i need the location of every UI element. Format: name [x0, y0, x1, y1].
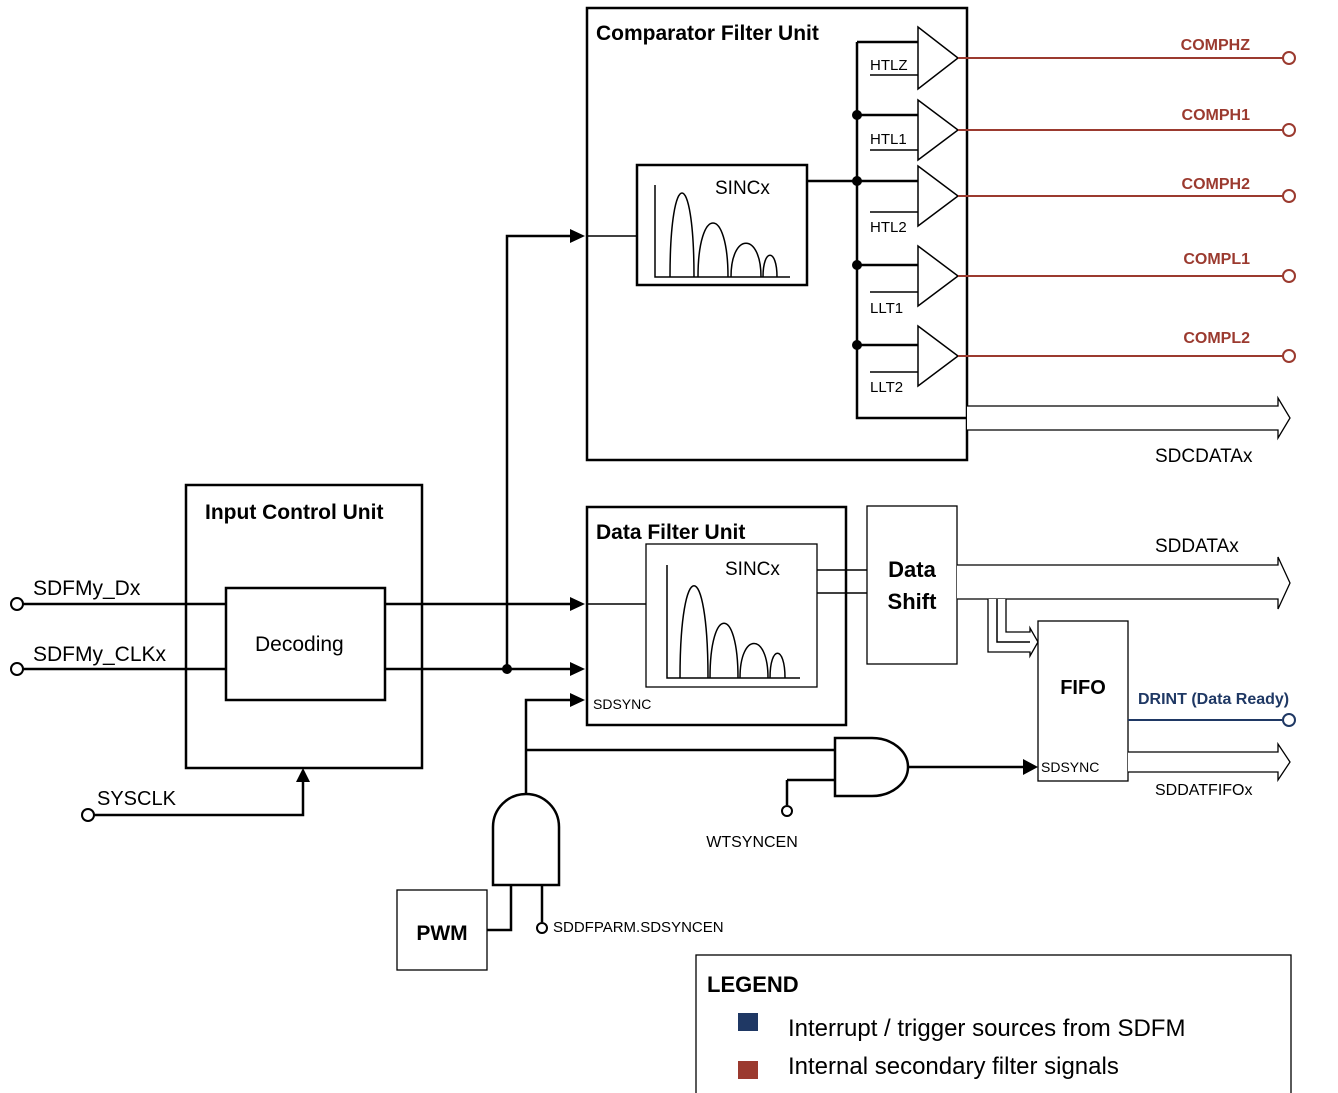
compl1-output: COMPL1 [958, 251, 1296, 283]
pwm-block [396, 889, 488, 971]
data-filter-sinc-label: SINCx [725, 559, 780, 580]
comparator-sinc-block [635, 163, 809, 287]
decoding-block [224, 586, 387, 702]
comparator-sinc-label: SINCx [715, 178, 770, 199]
sddfparm-label: SDDFPARM.SDSYNCEN [553, 919, 724, 936]
legend-swatch-interrupt [738, 1013, 758, 1031]
sddatfifox-label: SDDATFIFOx [1155, 782, 1252, 799]
legend-swatch-internal [738, 1061, 758, 1079]
fifo-sdsync-label: SDSYNC [1041, 759, 1099, 775]
wtsyncen-wire [785, 778, 835, 805]
threshold-label: LLT1 [870, 300, 903, 317]
comphz-label: COMPHZ [1181, 37, 1251, 54]
legend-item-interrupt: Interrupt / trigger sources from SDFM [788, 1015, 1185, 1042]
clock-to-comparator-wire [505, 234, 572, 669]
pwm-and-gate [491, 792, 561, 887]
pwm-label: PWM [416, 922, 467, 945]
comparator-sinc-graph [654, 185, 790, 278]
comph2-label: COMPH2 [1182, 176, 1251, 193]
threshold-label: HTLZ [870, 57, 908, 74]
sdfm-clkx-label: SDFMy_CLKx [33, 643, 167, 666]
sdfm-clkx-input: SDFMy_CLKx [10, 643, 226, 676]
comph1-output: COMPH1 [958, 107, 1296, 137]
legend-title: LEGEND [707, 972, 799, 997]
data-filter-sdsync-label: SDSYNC [593, 696, 651, 712]
comparator-filter-unit-title: Comparator Filter Unit [596, 22, 819, 45]
data-filter-sinc-graph [666, 565, 800, 679]
sddatax-label: SDDATAx [1155, 536, 1239, 557]
comphz-output: COMPHZ [958, 37, 1296, 65]
threshold-label: LLT2 [870, 379, 903, 396]
sync-to-data-filter-wire [524, 698, 572, 794]
legend-box [695, 954, 1292, 1093]
comparator-hz: HTLZ [857, 25, 960, 91]
comparator-l1: LLT1 [857, 244, 960, 317]
data-shift-label-1: Data [888, 557, 936, 582]
data-filter-unit-title: Data Filter Unit [596, 521, 745, 544]
threshold-label: HTL2 [870, 219, 907, 236]
comparator-l2: LLT2 [857, 324, 960, 396]
shift-to-fifo-bus [987, 599, 1039, 659]
threshold-label: HTL1 [870, 131, 907, 148]
fifo-block [1037, 620, 1129, 782]
sdfm-dx-input: SDFMy_Dx [10, 577, 226, 611]
pwm-to-gate-wire [487, 885, 513, 932]
drint-label: DRINT (Data Ready) [1138, 691, 1289, 708]
arrow-head [570, 229, 585, 243]
arrow-head [570, 693, 585, 707]
comph2-output: COMPH2 [958, 176, 1296, 203]
arrow-head [570, 662, 585, 676]
compl2-output: COMPL2 [958, 330, 1296, 363]
wtsync-and-gate [833, 736, 910, 798]
sddatfifox-bus-arrow [1128, 741, 1291, 783]
sdfm-dx-label: SDFMy_Dx [33, 577, 141, 600]
arrow-head [1023, 759, 1038, 775]
wtsyncen-label: WTSYNCEN [706, 834, 798, 851]
compl1-label: COMPL1 [1183, 251, 1250, 268]
arrow-head [570, 597, 585, 611]
sysclk-label: SYSCLK [97, 788, 177, 810]
decoding-label: Decoding [255, 633, 344, 656]
comparator-h1: HTL1 [857, 98, 960, 162]
legend-item-internal: Internal secondary filter signals [788, 1053, 1119, 1080]
comph1-label: COMPH1 [1182, 107, 1251, 124]
sysclk-input: SYSCLK [81, 768, 310, 822]
sddatax-bus-arrow [957, 556, 1291, 610]
shift-to-fifo-inner [996, 599, 1030, 643]
input-control-unit-title: Input Control Unit [205, 501, 383, 524]
comparator-h2: HTL2 [857, 164, 960, 236]
compl2-label: COMPL2 [1183, 330, 1250, 347]
data-filter-sinc-block [645, 543, 818, 688]
sdcdatax-label: SDCDATAx [1155, 446, 1253, 467]
sinc-to-shift-bus [817, 569, 867, 594]
data-shift-block [866, 505, 958, 665]
comparator-bus [855, 42, 967, 420]
fifo-label: FIFO [1060, 677, 1106, 699]
drint-output: DRINT (Data Ready) [1128, 691, 1296, 727]
data-shift-label-2: Shift [888, 589, 938, 614]
sdcdatax-bus-arrow [967, 395, 1291, 441]
